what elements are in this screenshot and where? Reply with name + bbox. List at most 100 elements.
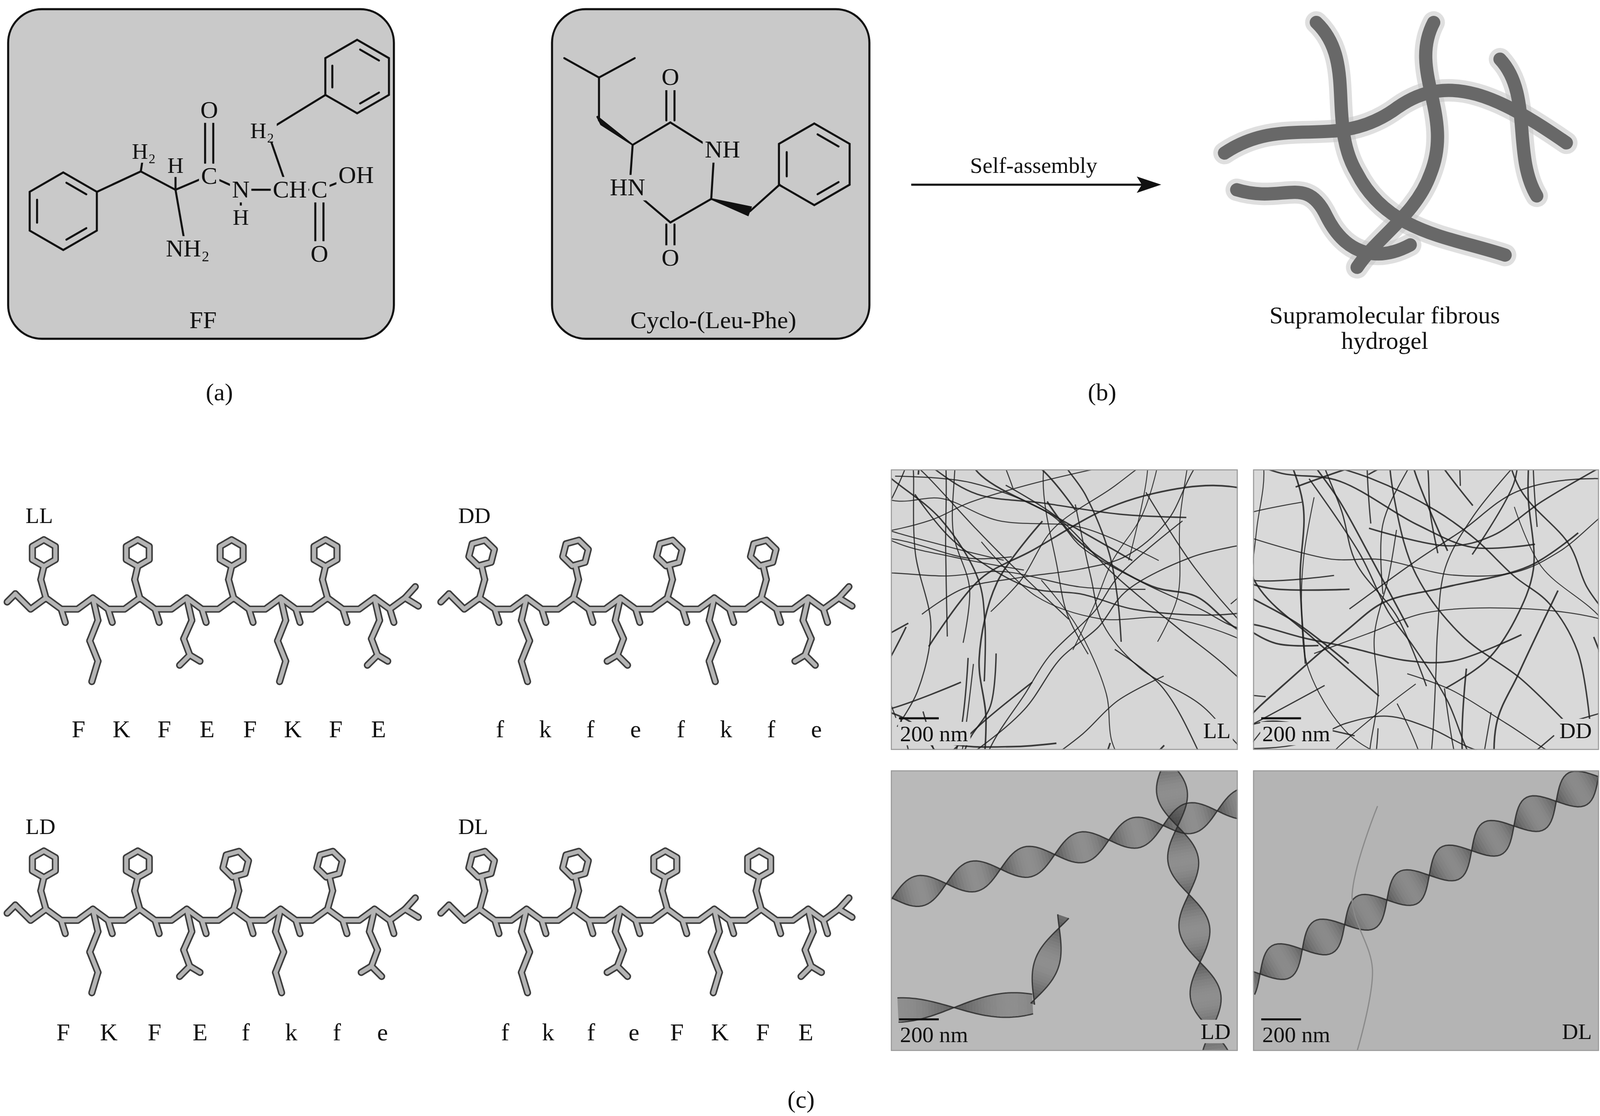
phenyl-ring xyxy=(32,539,56,567)
sidechain-stick xyxy=(805,638,812,656)
sidechain-stick xyxy=(183,638,191,656)
sidechain-stick xyxy=(709,661,716,682)
sidechain-stick xyxy=(61,920,66,934)
sidechain-stick xyxy=(327,890,334,910)
sidechain-stick xyxy=(541,920,546,934)
phenyl-ring xyxy=(468,851,495,877)
nanofiber xyxy=(907,545,1238,751)
sidechain-stick xyxy=(521,661,528,682)
ribbon-edge xyxy=(1252,771,1599,980)
sidechain-stick xyxy=(479,890,485,910)
bond-line xyxy=(750,184,780,212)
sidechain-stick xyxy=(823,609,828,623)
nanofiber xyxy=(1453,469,1600,487)
sidechain-stick xyxy=(811,966,822,973)
nanofiber xyxy=(1072,469,1175,650)
sidechain-stick xyxy=(322,566,326,580)
sidechain-stick xyxy=(521,620,530,641)
sidechain-stick xyxy=(521,951,530,973)
phenyl-ring xyxy=(562,851,589,877)
sidechain-stick xyxy=(7,904,16,914)
atom-label: O xyxy=(308,241,331,267)
residue-letter: K xyxy=(709,1019,732,1046)
ribbon-face xyxy=(969,1000,974,1014)
sidechain-stick xyxy=(805,931,814,951)
box-fill xyxy=(7,8,395,341)
sidechain-stick xyxy=(711,951,720,973)
sidechain-stick xyxy=(805,949,812,967)
sidechain-stick xyxy=(183,949,191,967)
phenyl-ring xyxy=(126,850,150,878)
residue-letter: f xyxy=(330,1019,344,1046)
double-bond-line xyxy=(36,199,39,223)
residue-letter: E xyxy=(197,716,217,743)
sidechain-stick xyxy=(108,609,113,623)
residue-letter: F xyxy=(326,716,345,743)
sidechain-stick xyxy=(711,931,720,952)
nanofiber xyxy=(1252,469,1334,582)
sidechain-stick xyxy=(361,966,372,973)
sidechain-stick xyxy=(183,931,193,951)
sidechain-stick xyxy=(440,593,450,603)
sidechain-stick xyxy=(367,655,378,666)
phenyl-ring xyxy=(747,850,771,878)
sidechain-stick xyxy=(521,931,530,952)
sidechain-stick xyxy=(277,640,286,662)
phenyl-ring xyxy=(316,851,343,877)
residue-letter: f xyxy=(674,716,688,743)
ribbon-edge xyxy=(1254,770,1600,995)
peptide-models xyxy=(7,539,853,993)
stick-model xyxy=(440,540,853,682)
sidechain-stick xyxy=(189,966,200,973)
nanofiber xyxy=(1252,469,1306,664)
sidechain-stick xyxy=(756,877,760,891)
sidechain-stick xyxy=(134,566,138,580)
stick-model xyxy=(7,850,419,993)
sidechain-stick xyxy=(371,966,382,977)
atom-label: O xyxy=(198,97,221,123)
backbone-stick xyxy=(449,904,839,921)
sidechain-stick xyxy=(521,640,530,662)
sidechain-stick xyxy=(729,609,734,623)
sidechain-stick xyxy=(374,597,380,621)
residue-letter: e xyxy=(626,1019,642,1046)
panel-letter: (b) xyxy=(1085,380,1119,406)
sidechain-stick xyxy=(575,566,579,580)
sidechain-stick xyxy=(371,949,378,967)
sidechain-stick xyxy=(494,920,499,934)
sidechain-stick xyxy=(575,566,579,580)
micrograph-ground xyxy=(1252,469,1599,751)
sidechain-stick xyxy=(329,877,333,891)
sidechain-stick xyxy=(134,890,140,910)
phenyl-ring xyxy=(219,539,243,567)
sidechain-stick xyxy=(667,579,673,598)
double-bond-line xyxy=(66,183,87,195)
sidechain-stick xyxy=(521,661,528,682)
scale-label: 200 nm xyxy=(897,1022,971,1047)
nanofiber xyxy=(1444,688,1550,751)
sidechain-stick xyxy=(367,655,378,666)
nanofiber xyxy=(1377,469,1448,551)
sidechain-stick xyxy=(405,897,416,910)
sidechain-stick xyxy=(89,951,99,973)
bond-line xyxy=(670,198,712,223)
sidechain-stick xyxy=(838,897,850,910)
bond-line xyxy=(314,200,317,242)
sidechain-stick xyxy=(275,931,284,952)
residue-letter: K xyxy=(98,1019,121,1046)
nanofiber xyxy=(1275,469,1473,506)
sidechain-stick xyxy=(322,579,328,598)
nanofiber xyxy=(1314,607,1600,702)
phenyl-ring xyxy=(468,540,495,566)
sidechain-stick xyxy=(635,920,640,934)
residue-letter: E xyxy=(796,1019,816,1046)
wedge-bond xyxy=(711,198,751,216)
sidechain-stick xyxy=(279,661,286,682)
sidechain-stick xyxy=(377,655,388,662)
sidechain-stick xyxy=(573,579,579,598)
phenyl-ring xyxy=(126,539,150,567)
nanofiber xyxy=(1252,716,1535,751)
panel-letter: (a) xyxy=(203,380,235,406)
ribbon-edge xyxy=(897,997,1033,1018)
sidechain-stick xyxy=(711,931,720,952)
